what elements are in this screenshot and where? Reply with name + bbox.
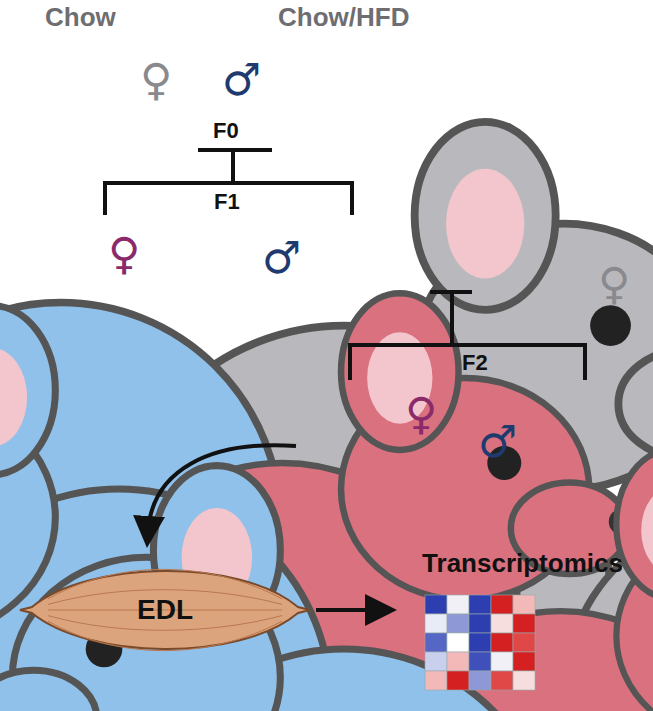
panel-heading: Transcriptomics (422, 548, 623, 579)
generation-label: F1 (214, 191, 240, 213)
sex-symbol: ♂ (222, 58, 261, 102)
sex-symbol: ♂ (262, 236, 301, 280)
curved-arrow (148, 445, 296, 532)
generation-label: Chow/HFD (278, 4, 409, 30)
generation-label: Chow (45, 4, 116, 30)
sex-symbol: ♀ (598, 262, 630, 306)
muscle-label: EDL (137, 594, 193, 626)
sex-symbol: ♂ (478, 420, 517, 464)
generation-label: F2 (462, 352, 488, 374)
heatmap (425, 595, 535, 690)
flow-arrow (316, 608, 393, 612)
muscle-node: EDL (18, 555, 312, 665)
mouse-blue (0, 466, 653, 711)
heatmap-node: Transcriptomics (395, 548, 650, 695)
cross-bracket (350, 292, 585, 380)
generation-label: F0 (213, 120, 239, 142)
sex-symbol: ♀ (405, 392, 437, 436)
sex-symbol: ♀ (140, 58, 172, 102)
cross-bracket (105, 150, 352, 215)
sex-symbol: ♀ (108, 232, 140, 276)
